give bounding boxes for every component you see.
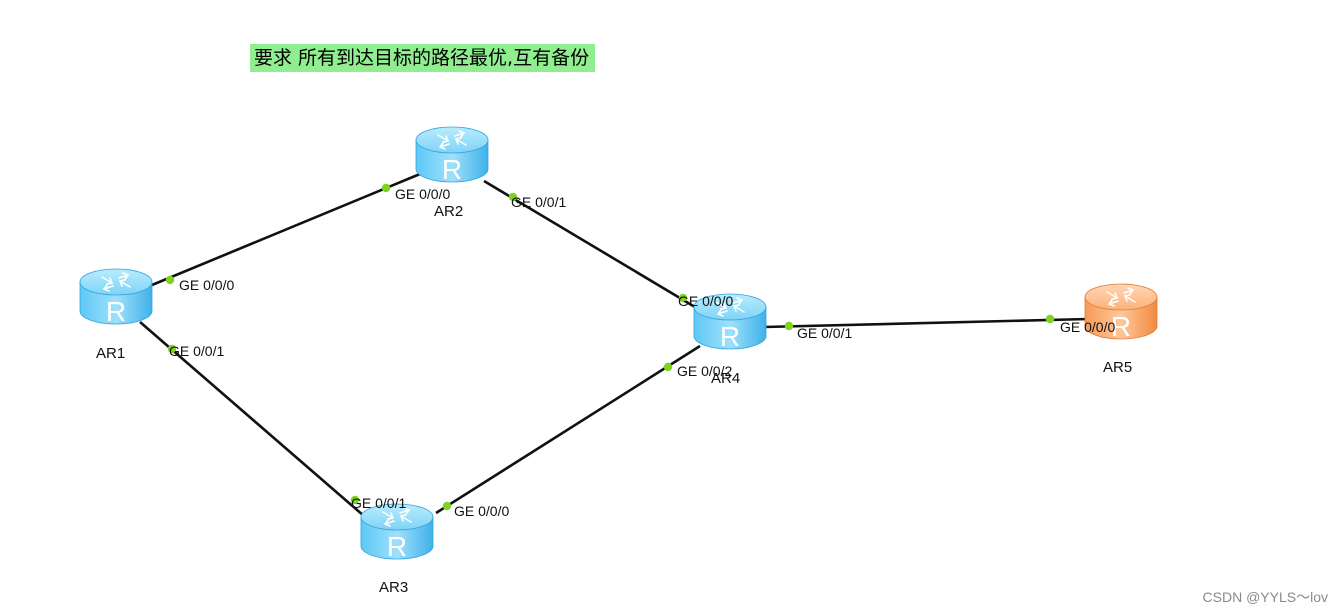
port-label-ar4: GE 0/0/2 (677, 363, 732, 379)
ports-layer: GE 0/0/0 GE 0/0/0 GE 0/0/1 GE 0/0/1 GE 0/0/1… (165, 183, 1115, 519)
port-label-ar3: GE 0/0/1 (351, 495, 406, 511)
port-dot-ar4 (663, 362, 673, 372)
link-ar1-ar3[interactable] (139, 321, 365, 517)
router-name-label: AR5 (1103, 359, 1132, 376)
port-dot-ar2 (381, 183, 391, 193)
svg-text:R: R (1111, 311, 1131, 342)
router-icon: R (360, 503, 434, 562)
router-icon: R (693, 293, 767, 352)
router-ar1[interactable]: R AR1 (79, 268, 153, 362)
port-dot-ar1 (167, 344, 177, 354)
port-label-ar2: GE 0/0/1 (511, 194, 566, 210)
port-dot-ar2 (508, 192, 518, 202)
port-dot-ar3 (350, 495, 360, 505)
router-name-label: AR2 (434, 203, 463, 220)
port-dot-ar4 (784, 321, 794, 331)
port-dot-ar3 (442, 501, 452, 511)
port-label-ar5: GE 0/0/0 (1060, 319, 1115, 335)
port-dot-ar1 (165, 275, 175, 285)
port-label-ar2: GE 0/0/0 (395, 186, 450, 202)
port-dot-ar4 (678, 293, 688, 303)
router-icon: R (415, 126, 489, 185)
router-ar2[interactable]: R AR2 (415, 126, 489, 220)
link-ar2-ar4[interactable] (483, 179, 701, 312)
router-ar3[interactable]: R AR3 (360, 503, 434, 596)
port-dot-ar5 (1045, 314, 1055, 324)
port-label-ar1: GE 0/0/0 (179, 277, 234, 293)
link-ar3-ar4[interactable] (435, 344, 701, 515)
links-layer (139, 172, 1089, 517)
port-label-ar1: GE 0/0/1 (169, 343, 224, 359)
requirement-note: 要求 所有到达目标的路径最优,互有备份 (250, 44, 596, 72)
router-name-label: AR1 (96, 345, 125, 362)
router-name-label: AR4 (711, 370, 740, 387)
svg-text:R: R (720, 321, 740, 352)
svg-text:R: R (387, 531, 407, 562)
router-name-label: AR3 (379, 579, 408, 596)
link-ar4-ar5[interactable] (763, 317, 1089, 329)
svg-text:R: R (442, 154, 462, 185)
router-ar5[interactable]: R AR5 (1084, 283, 1158, 376)
router-icon: R (1084, 283, 1158, 342)
port-label-ar4: GE 0/0/1 (797, 325, 852, 341)
svg-text:R: R (106, 296, 126, 327)
port-label-ar3: GE 0/0/0 (454, 503, 509, 519)
link-ar1-ar2[interactable] (151, 172, 421, 287)
port-label-ar4: GE 0/0/0 (678, 293, 733, 309)
router-ar4[interactable]: R AR4 (693, 293, 767, 387)
router-icon: R (79, 268, 153, 327)
watermark: CSDN @YYLS～lov (1202, 589, 1328, 605)
